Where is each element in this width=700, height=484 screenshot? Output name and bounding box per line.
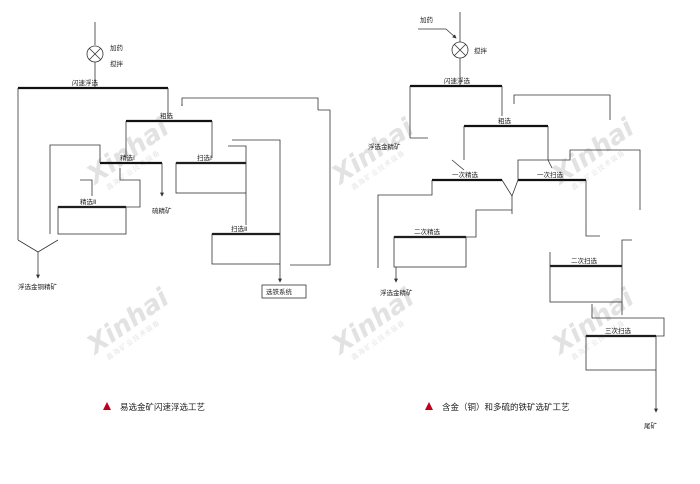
left-caption: 易选金矿闪速浮选工艺 — [120, 402, 205, 413]
scavenging-2-label: 二次扫选 — [571, 256, 598, 265]
agitator-icon — [86, 45, 104, 63]
iron-separation-box — [261, 284, 307, 299]
cleaning-1-label: 一次精选 — [452, 170, 479, 179]
sulfide-concentrate-label: 硫精矿 — [152, 206, 172, 215]
scavenging-2-label: 扫选Ⅱ — [231, 224, 247, 233]
roughing-label: 粗选 — [160, 111, 174, 120]
roughing-label: 粗选 — [498, 116, 512, 125]
cleaning-2-label: 精选Ⅱ — [80, 197, 96, 206]
scavenging-1-label: 扫选Ⅰ — [197, 153, 212, 162]
iron-separation-label: 选铁系统 — [266, 287, 293, 296]
left-flowsheet: 加药 搅拌 闪速浮选 浮选金铜精矿 粗选 精选Ⅰ 硫精矿 扫选Ⅰ — [17, 22, 331, 413]
gold-copper-concentrate-label: 浮选金铜精矿 — [18, 282, 58, 291]
watermark-brand: Xinhai — [80, 283, 175, 362]
flash-flotation-label: 闪速浮选 — [72, 78, 99, 87]
watermark-brand: Xinhai — [545, 283, 640, 362]
flash-flotation-label: 闪速浮选 — [444, 76, 471, 85]
agitator-icon — [451, 41, 469, 59]
right-caption: 含金（铜）和多硫的铁矿选矿工艺 — [442, 402, 570, 413]
scavenging-1-label: 一次扫选 — [537, 170, 564, 179]
scavenging-3-label: 三次扫选 — [605, 326, 632, 335]
watermark-group: Xinhai 鑫海矿业技术装备 Xinhai 鑫海矿业技术装备 Xinhai 鑫… — [80, 113, 640, 362]
gold-concentrate-top-label: 浮选金精矿 — [368, 142, 401, 151]
reagent-label: 加药 — [420, 15, 434, 24]
agitator-mix-label: 搅拌 — [110, 59, 124, 68]
caption-marker-icon — [425, 402, 433, 410]
cleaning-1-label: 精选Ⅰ — [120, 153, 135, 162]
agitator-reagent-label: 加药 — [110, 43, 124, 52]
cleaning-2-label: 二次精选 — [414, 227, 441, 236]
right-flowsheet: 加药 搅拌 闪速浮选 粗选 浮选金精矿 一次精选 一次扫选 — [368, 12, 665, 430]
caption-marker-icon — [103, 402, 111, 410]
gold-concentrate-label: 浮选金精矿 — [380, 288, 413, 297]
mixing-label: 搅拌 — [474, 46, 488, 55]
tailings-label: 尾矿 — [644, 421, 658, 430]
watermark-brand: Xinhai — [325, 113, 420, 192]
